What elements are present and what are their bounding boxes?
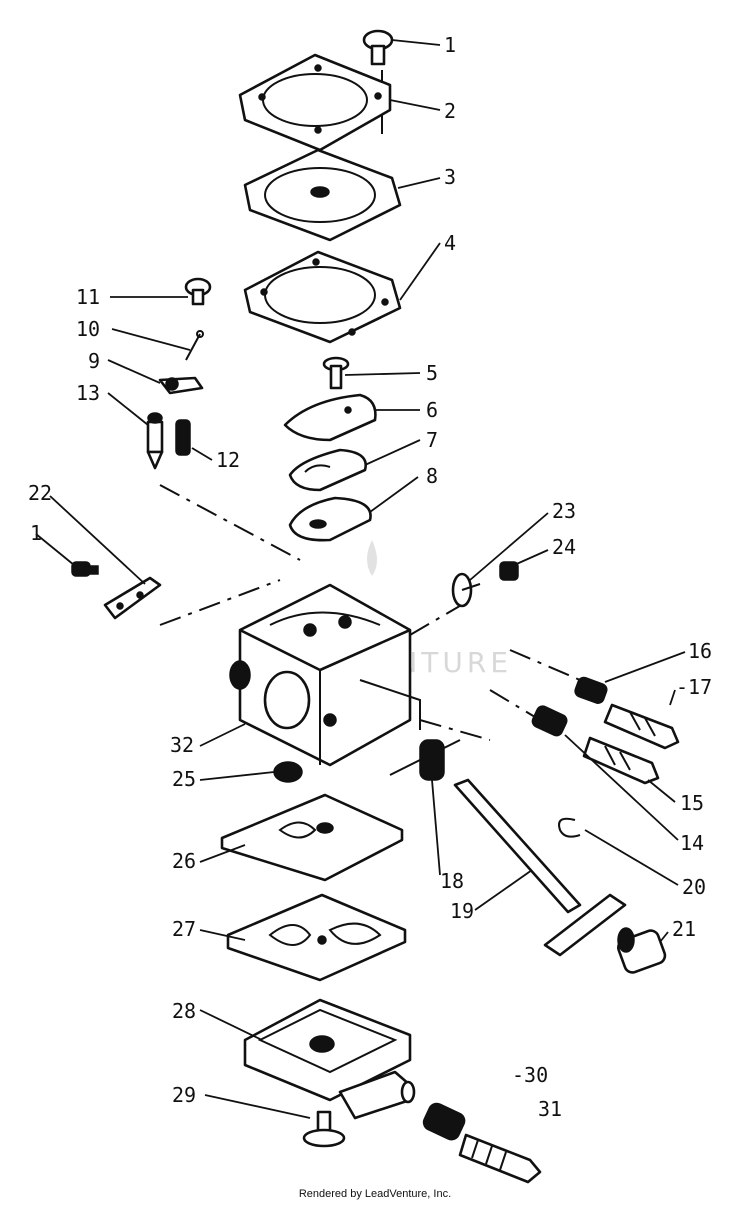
callout-23: 23 xyxy=(552,499,576,523)
part-1-screw-side xyxy=(71,561,99,577)
callout-22: 22 xyxy=(28,481,52,505)
callout-3: 3 xyxy=(444,165,456,189)
part-18-spring xyxy=(389,739,461,781)
part-10-pin xyxy=(185,330,204,361)
callout-16: 16 xyxy=(688,639,712,663)
part-22-plate xyxy=(103,576,162,620)
callout-5: 5 xyxy=(426,361,438,385)
callout-24: 24 xyxy=(552,535,576,559)
part-28-pump-body xyxy=(243,998,416,1120)
part-15-screw xyxy=(582,736,660,785)
part-23-disc xyxy=(451,572,481,608)
part-11-screw xyxy=(184,277,212,306)
part-2-cover xyxy=(238,53,392,152)
footer-credit: Rendered by LeadVenture, Inc. xyxy=(298,1188,452,1200)
callout-27: 27 xyxy=(172,917,196,941)
part-27-gasket xyxy=(226,893,407,982)
callout-25: 25 xyxy=(172,767,196,791)
callout-31: 31 xyxy=(538,1097,562,1121)
part-3-diaphragm xyxy=(243,148,402,242)
part-25-nut xyxy=(273,761,303,783)
part-24-nut xyxy=(499,561,519,581)
callout-8: 8 xyxy=(426,464,438,488)
callout-28: 28 xyxy=(172,999,196,1023)
part-26-gasket xyxy=(220,793,404,882)
callout-2: 2 xyxy=(444,99,456,123)
part-31-spring xyxy=(422,1102,466,1141)
part-19-shaft xyxy=(453,778,627,957)
part-16-spring xyxy=(574,676,608,704)
part-4-gasket xyxy=(243,250,402,344)
part-13-needle xyxy=(146,412,164,470)
part-20-clip xyxy=(558,817,581,838)
part-6-plate xyxy=(283,393,377,442)
callout-13: 13 xyxy=(76,381,100,405)
callout-19: 19 xyxy=(450,899,474,923)
part-8-plate xyxy=(288,496,372,542)
callout-1: 1 xyxy=(444,33,456,57)
callout-32: 32 xyxy=(170,733,194,757)
callout-17: -17 xyxy=(676,675,712,699)
part-1-screw xyxy=(362,29,394,66)
callout-15: 15 xyxy=(680,791,704,815)
part-32-body xyxy=(229,583,421,767)
callout-12: 12 xyxy=(216,448,240,472)
callout-7: 7 xyxy=(426,428,438,452)
callout-1-side: 1 xyxy=(30,521,42,545)
part-5-screw xyxy=(322,356,350,390)
callout-9: 9 xyxy=(88,349,100,373)
part-17-screw xyxy=(603,703,680,750)
callout-4: 4 xyxy=(444,231,456,255)
callout-26: 26 xyxy=(172,849,196,873)
callout-14: 14 xyxy=(680,831,704,855)
part-14-spring xyxy=(531,705,568,737)
part-7-plate xyxy=(288,448,367,492)
leader-lines xyxy=(35,39,686,1119)
part-29-screw xyxy=(302,1110,346,1148)
callout-11: 11 xyxy=(76,285,100,309)
callout-29: 29 xyxy=(172,1083,196,1107)
part-21-knob xyxy=(617,927,667,974)
callout-labels: 1 2 3 4 5 6 7 8 9 10 11 12 13 1 14 15 16… xyxy=(28,33,712,1121)
callout-30: -30 xyxy=(512,1063,548,1087)
part-9-lever xyxy=(158,376,204,395)
callout-20: 20 xyxy=(682,875,706,899)
part-12-spring xyxy=(175,419,191,456)
callout-10: 10 xyxy=(76,317,100,341)
callout-21: 21 xyxy=(672,917,696,941)
callout-18: 18 xyxy=(440,869,464,893)
part-31-screw xyxy=(458,1133,542,1184)
callout-6: 6 xyxy=(426,398,438,422)
